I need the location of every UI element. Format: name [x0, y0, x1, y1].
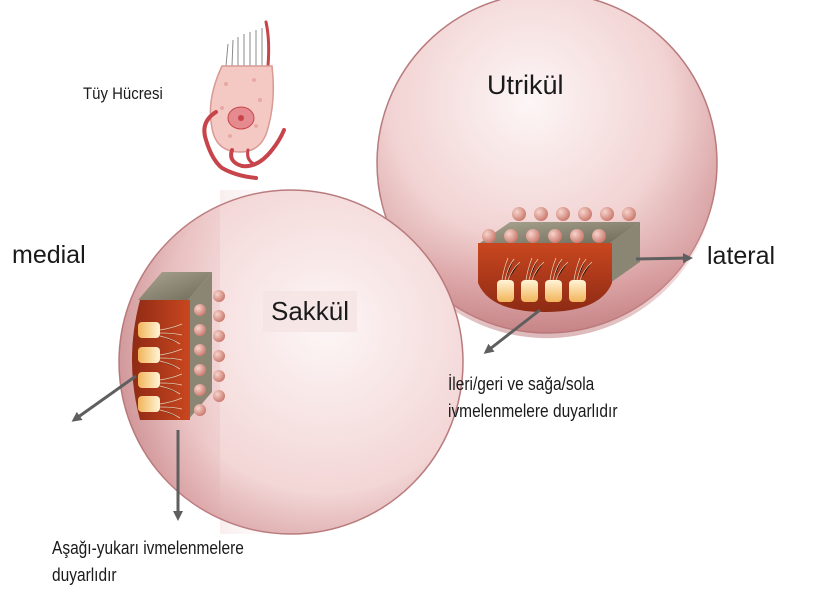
- lateral-label: lateral: [707, 241, 775, 272]
- saccule-label: Sakkül: [263, 291, 357, 332]
- hair-cell-illustration: [204, 22, 284, 178]
- saccule-note: Aşağı-yukarı ivmelenmelere duyarlıdır: [52, 535, 244, 589]
- arrow-lateral: [636, 258, 690, 259]
- utricle-label: Utrikül: [487, 69, 564, 103]
- utricle-note: İleri/geri ve sağa/sola ivmelenmelere du…: [448, 371, 617, 425]
- saccule-note-line2: duyarlıdır: [52, 562, 244, 589]
- saccule-note-line1: Aşağı-yukarı ivmelenmelere: [52, 535, 244, 562]
- utricle-note-line2: ivmelenmelere duyarlıdır: [448, 398, 617, 425]
- hair-cell-label: Tüy Hücresi: [83, 83, 163, 104]
- medial-label: medial: [12, 240, 86, 271]
- utricle-note-line1: İleri/geri ve sağa/sola: [448, 371, 617, 398]
